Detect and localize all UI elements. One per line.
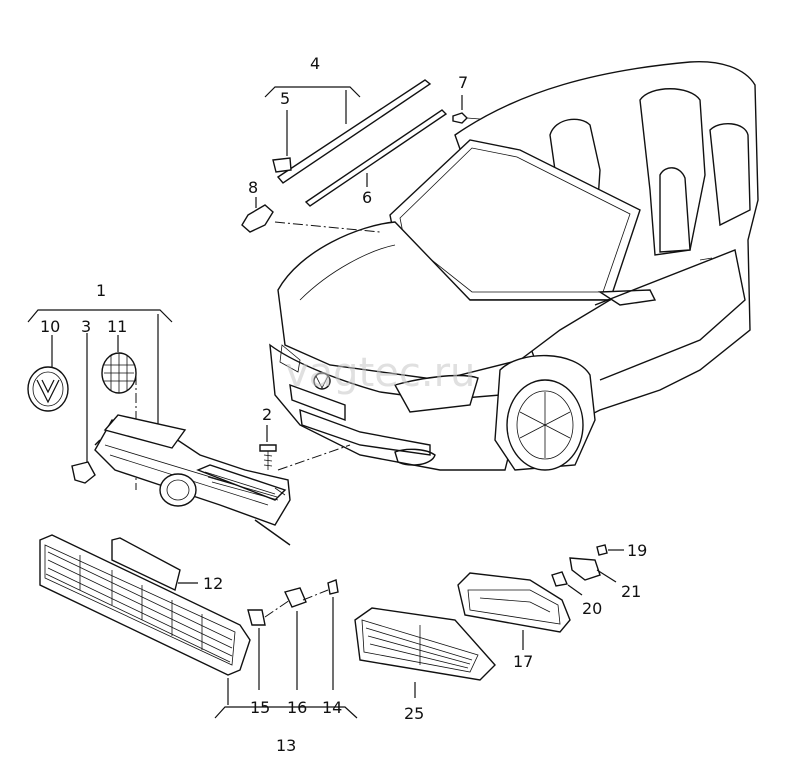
callout-5: 5 <box>280 89 290 108</box>
car-illustration <box>269 61 759 471</box>
callout-11: 11 <box>107 317 127 336</box>
callout-25: 25 <box>404 704 424 723</box>
lower-grille-group <box>39 534 358 719</box>
callout-1: 1 <box>96 281 106 300</box>
fog-grille-group <box>354 544 624 698</box>
callout-10: 10 <box>40 317 60 336</box>
callout-7: 7 <box>458 73 468 92</box>
callout-12: 12 <box>203 574 223 593</box>
callout-19: 19 <box>627 541 647 560</box>
callout-15: 15 <box>250 698 270 717</box>
callout-3: 3 <box>81 317 91 336</box>
callout-13: 13 <box>276 736 296 755</box>
callout-20: 20 <box>582 599 602 618</box>
upper-grille-group <box>27 309 351 546</box>
windshield-trim-group <box>241 79 481 233</box>
callout-labels: 4 5 7 8 6 1 10 3 11 2 12 15 16 14 13 25 … <box>40 54 647 755</box>
callout-8: 8 <box>248 178 258 197</box>
callout-14: 14 <box>322 698 342 717</box>
callout-4: 4 <box>310 54 320 73</box>
watermark-text: vagtec.ru <box>285 350 475 396</box>
callout-2: 2 <box>262 405 272 424</box>
callout-16: 16 <box>287 698 307 717</box>
callout-21: 21 <box>621 582 641 601</box>
callout-6: 6 <box>362 188 372 207</box>
callout-17: 17 <box>513 652 533 671</box>
